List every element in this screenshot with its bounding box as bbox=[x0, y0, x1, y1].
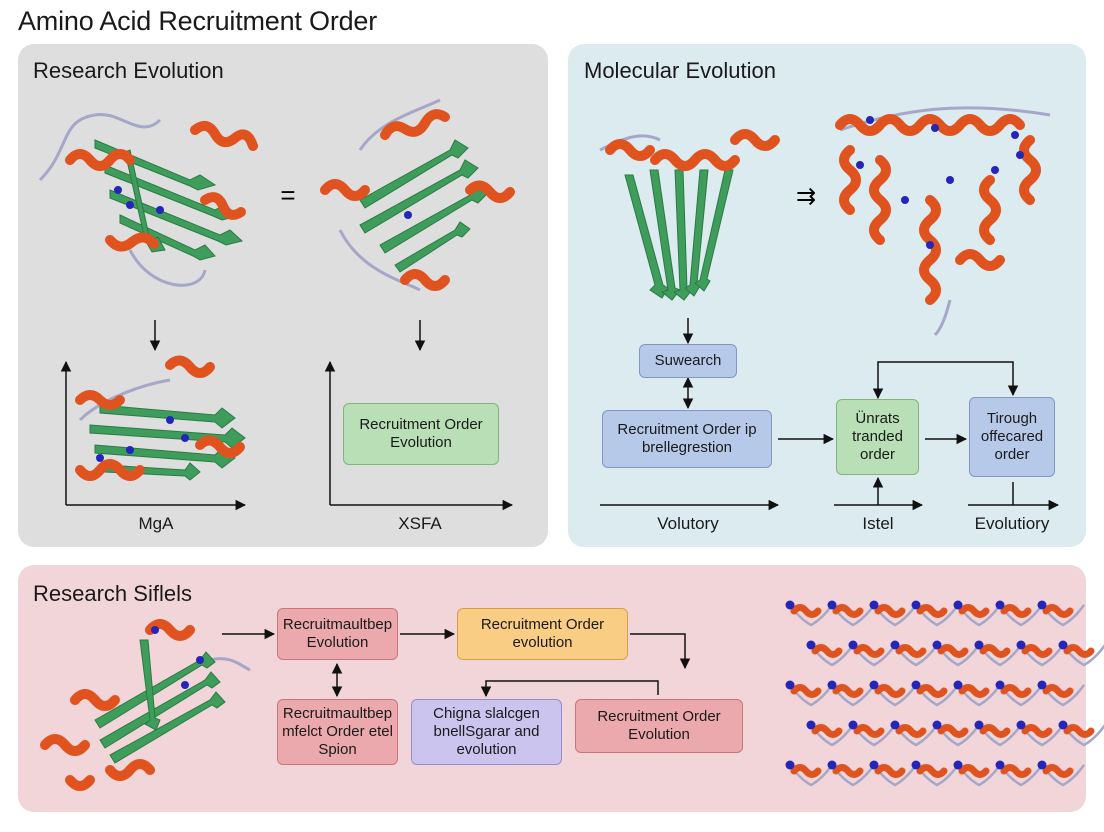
lattice-atom bbox=[890, 720, 900, 730]
protein-lattice bbox=[785, 600, 1104, 787]
tirough-offecared-order-box: Tirough offecared order bbox=[969, 397, 1055, 477]
lattice-helix bbox=[937, 724, 969, 738]
lattice-atom bbox=[911, 680, 921, 690]
lattice-helix bbox=[853, 724, 885, 738]
lattice-helix bbox=[1042, 684, 1074, 698]
lattice-atom bbox=[1037, 680, 1047, 690]
protein-structure-5 bbox=[835, 106, 1051, 337]
equals-symbol: = bbox=[280, 180, 295, 210]
lattice-helix bbox=[832, 764, 864, 778]
unrats-tranded-order-box: Ünrats tranded order bbox=[836, 399, 919, 475]
lattice-helix bbox=[1021, 644, 1053, 658]
lattice-atom bbox=[953, 680, 963, 690]
lattice-atom bbox=[1037, 760, 1047, 770]
lattice-atom bbox=[869, 680, 879, 690]
lattice-helix bbox=[811, 644, 843, 658]
lattice-helix bbox=[937, 644, 969, 658]
lattice-helix bbox=[916, 604, 948, 618]
search-box: Suwearch bbox=[639, 344, 737, 378]
lattice-atom bbox=[932, 640, 942, 650]
recruitment-order-evolution-orange-box: Recruitment Order evolution bbox=[457, 608, 628, 660]
lattice-atom bbox=[827, 600, 837, 610]
lattice-atom bbox=[995, 680, 1005, 690]
protein-structure-6 bbox=[40, 619, 251, 791]
recruitment-order-main-box: Recruitment Order ip brellegrestion bbox=[602, 410, 772, 468]
lattice-atom bbox=[911, 760, 921, 770]
lattice-helix bbox=[895, 644, 927, 658]
lattice-atom bbox=[953, 600, 963, 610]
lattice-helix bbox=[1063, 724, 1095, 738]
lattice-helix bbox=[811, 724, 843, 738]
lattice-helix bbox=[1000, 764, 1032, 778]
lattice-helix bbox=[853, 644, 885, 658]
lattice-atom bbox=[785, 760, 795, 770]
lattice-atom bbox=[827, 680, 837, 690]
lattice-atom bbox=[785, 680, 795, 690]
arrow-symbol: ⇉ bbox=[796, 182, 816, 210]
lattice-atom bbox=[869, 600, 879, 610]
lattice-atom bbox=[1058, 640, 1068, 650]
lattice-atom bbox=[869, 760, 879, 770]
lattice-helix bbox=[874, 684, 906, 698]
lattice-helix bbox=[1042, 764, 1074, 778]
lattice-helix bbox=[874, 604, 906, 618]
recruitmaultbep-evolution-box: Recruitmaultbep Evolution bbox=[277, 608, 398, 660]
lattice-atom bbox=[827, 760, 837, 770]
axis-label-mga: MgA bbox=[138, 514, 174, 533]
protein-structure-3 bbox=[75, 355, 246, 481]
protein-structure-4 bbox=[599, 129, 780, 301]
lattice-helix bbox=[916, 764, 948, 778]
lattice-helix bbox=[979, 644, 1011, 658]
lattice-helix bbox=[1000, 684, 1032, 698]
lattice-atom bbox=[1037, 600, 1047, 610]
lattice-helix bbox=[1000, 604, 1032, 618]
recruitmaultbep-order-box: Recruitmaultbep mfelct Order etel Spion bbox=[277, 699, 398, 765]
lattice-atom bbox=[1016, 720, 1026, 730]
lattice-helix bbox=[1063, 644, 1095, 658]
lattice-atom bbox=[890, 640, 900, 650]
lattice-atom bbox=[974, 720, 984, 730]
lattice-helix bbox=[1042, 604, 1074, 618]
protein-structure-2 bbox=[320, 98, 515, 292]
lattice-atom bbox=[995, 760, 1005, 770]
protein-structure-1 bbox=[38, 112, 258, 287]
label-volutory: Volutory bbox=[657, 514, 719, 533]
lattice-atom bbox=[911, 600, 921, 610]
lattice-helix bbox=[979, 724, 1011, 738]
lattice-helix bbox=[958, 604, 990, 618]
label-istel: Istel bbox=[862, 514, 894, 533]
label-evolutiory: Evolutiory bbox=[974, 514, 1050, 533]
lattice-helix bbox=[832, 684, 864, 698]
lattice-helix bbox=[958, 764, 990, 778]
lattice-helix bbox=[874, 764, 906, 778]
lattice-atom bbox=[932, 720, 942, 730]
lattice-helix bbox=[790, 604, 822, 618]
recruitment-order-evolution-box: Recruitment Order Evolution bbox=[343, 403, 499, 465]
molecular-evolution-title: Molecular Evolution bbox=[584, 58, 776, 83]
research-evolution-title: Research Evolution bbox=[33, 58, 224, 83]
lattice-helix bbox=[916, 684, 948, 698]
lattice-atom bbox=[995, 600, 1005, 610]
lattice-atom bbox=[848, 720, 858, 730]
lattice-atom bbox=[1016, 640, 1026, 650]
lattice-atom bbox=[785, 600, 795, 610]
lattice-helix bbox=[958, 684, 990, 698]
lattice-atom bbox=[806, 720, 816, 730]
lattice-helix bbox=[1021, 724, 1053, 738]
lattice-atom bbox=[806, 640, 816, 650]
axis-label-xsfa: XSFA bbox=[398, 514, 442, 533]
lattice-helix bbox=[895, 724, 927, 738]
chigna-slalcgen-box: Chigna slalcgen bnellSgarar and evolutio… bbox=[411, 699, 562, 765]
recruitment-order-evolution-pink-box: Recruitment Order Evolution bbox=[575, 699, 743, 753]
page-title: Amino Acid Recruitment Order bbox=[18, 6, 378, 36]
lattice-atom bbox=[974, 640, 984, 650]
lattice-atom bbox=[1058, 720, 1068, 730]
lattice-helix bbox=[790, 684, 822, 698]
lattice-helix bbox=[790, 764, 822, 778]
lattice-atom bbox=[953, 760, 963, 770]
research-sifiels-title: Research Siflels bbox=[33, 581, 192, 606]
lattice-helix bbox=[832, 604, 864, 618]
lattice-atom bbox=[848, 640, 858, 650]
